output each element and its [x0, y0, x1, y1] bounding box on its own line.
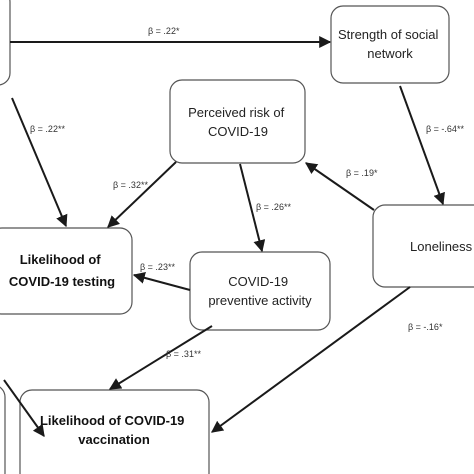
coef-preventive-to-testing: β = .23** [140, 262, 175, 272]
arrow-left-to-vaccination [3, 379, 45, 437]
arrow-preventive-to-testing [132, 271, 191, 291]
box-vaccination [19, 389, 210, 474]
coef-loneliness-to-risk: β = .19* [346, 168, 378, 178]
box-testing [0, 227, 133, 315]
label-testing-line2: COVID-19 testing [9, 274, 115, 289]
coef-risk-to-preventive: β = .26** [256, 202, 291, 212]
label-vaccination-line2: vaccination [78, 432, 150, 447]
arrow-loneliness-to-social [399, 85, 445, 206]
label-preventive-line1: COVID-19 [228, 274, 288, 289]
coef-loneliness-to-social: β = -.64** [426, 124, 464, 134]
label-preventive-line2: preventive activity [208, 293, 312, 308]
arrow-left-to-testing [11, 97, 68, 228]
box-left-bottom-partial [0, 386, 6, 474]
box-loneliness [372, 204, 474, 288]
coef-top: β = .22* [148, 26, 180, 36]
box-social-network [330, 5, 450, 84]
label-perceived-risk-line1: Perceived risk of [188, 105, 284, 120]
box-left-top-partial [0, 0, 11, 86]
arrow-risk-to-testing [107, 161, 177, 228]
label-social-network: Strength of social network [338, 27, 442, 61]
label-loneliness: Loneliness [410, 239, 473, 254]
coef-preventive-to-vaccination: β = .31** [166, 349, 201, 359]
label-testing: Likelihood of COVID-19 testing [9, 252, 115, 289]
coef-risk-to-testing: β = .32** [113, 180, 148, 190]
arrow-loneliness-to-vaccination [211, 286, 411, 433]
arrow-preventive-to-vaccination [108, 325, 213, 390]
coef-loneliness-to-vaccination: β = -.16* [408, 322, 443, 332]
label-testing-line1: Likelihood of [20, 252, 102, 267]
label-perceived-risk: Perceived risk of COVID-19 [188, 105, 288, 139]
label-vaccination: Likelihood of COVID-19 vaccination [40, 413, 188, 447]
label-perceived-risk-line2: COVID-19 [208, 124, 268, 139]
label-preventive: COVID-19 preventive activity [208, 274, 312, 308]
label-vaccination-line1: Likelihood of COVID-19 [40, 413, 184, 428]
label-loneliness-line1: Loneliness [410, 239, 473, 254]
label-social-network-line1: Strength of social [338, 27, 439, 42]
arrow-loneliness-to-risk [305, 162, 375, 211]
arrow-risk-to-preventive [239, 163, 266, 253]
box-perceived-risk [169, 79, 306, 164]
coef-left-to-testing: β = .22** [30, 124, 65, 134]
box-preventive [189, 251, 331, 331]
label-social-network-line2: network [367, 46, 413, 61]
